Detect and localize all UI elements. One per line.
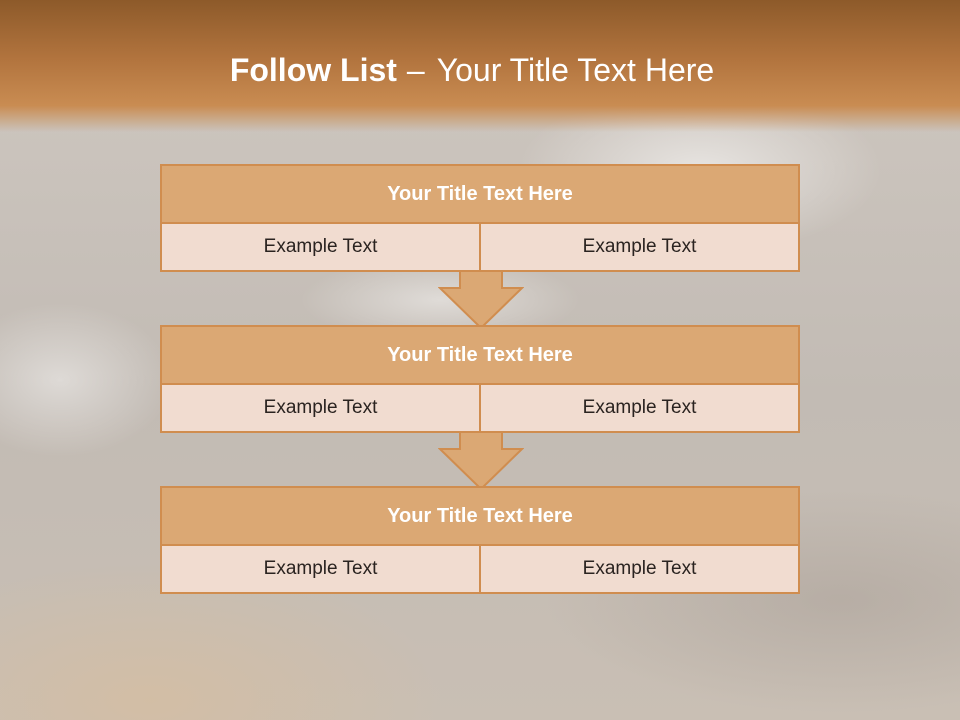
step-title: Your Title Text Here	[162, 166, 798, 224]
step-row: Example Text Example Text	[162, 385, 798, 431]
down-arrow-icon	[438, 431, 524, 491]
step-row: Example Text Example Text	[162, 224, 798, 270]
down-arrow-icon	[438, 270, 524, 330]
title-bold: Follow List	[229, 52, 397, 88]
step-box-2: Your Title Text Here Example Text Exampl…	[160, 325, 800, 433]
title-dash: –	[406, 52, 425, 88]
step-title: Your Title Text Here	[162, 327, 798, 385]
step-row: Example Text Example Text	[162, 546, 798, 592]
step-cell-right: Example Text	[479, 546, 798, 592]
step-cell-right: Example Text	[479, 385, 798, 431]
step-cell-right: Example Text	[479, 224, 798, 270]
title-rest: Your Title Text Here	[436, 52, 715, 88]
step-title: Your Title Text Here	[162, 488, 798, 546]
step-box-3: Your Title Text Here Example Text Exampl…	[160, 486, 800, 594]
step-cell-left: Example Text	[162, 224, 479, 270]
step-cell-left: Example Text	[162, 385, 479, 431]
header-band	[0, 0, 960, 132]
step-cell-left: Example Text	[162, 546, 479, 592]
step-box-1: Your Title Text Here Example Text Exampl…	[160, 164, 800, 272]
slide-title: Follow List–Your Title Text Here	[0, 52, 944, 89]
